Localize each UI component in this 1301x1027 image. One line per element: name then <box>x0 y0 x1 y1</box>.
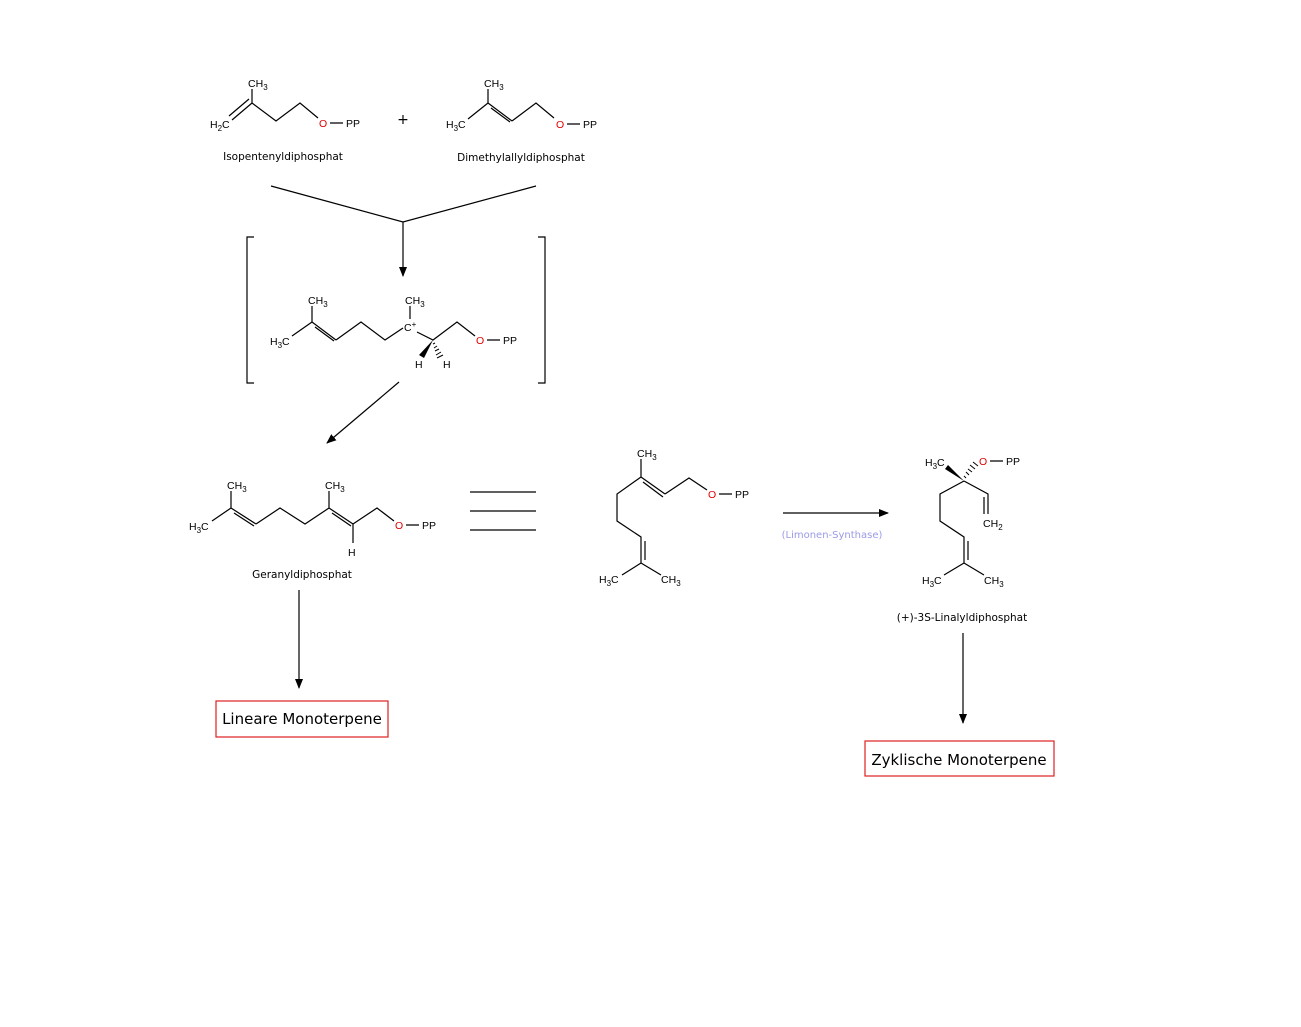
atom-label: CH3 <box>484 78 504 92</box>
hydrogen-label: H <box>443 359 451 371</box>
atom-label: CH3 <box>661 574 681 588</box>
left-bracket <box>246 236 254 384</box>
atom-label: CH2 <box>983 518 1003 532</box>
enzyme-label: (Limonen-Synthase) <box>782 530 883 541</box>
atom-label: PP <box>422 520 436 532</box>
carbocation-label: C+ <box>404 320 417 334</box>
linear-monoterpenes-box <box>215 700 389 738</box>
atom-label: PP <box>503 335 517 347</box>
geranyl-diphosphate-folded-structure: CH3 H3C CH3 O PP <box>599 448 749 588</box>
merge-arrow <box>270 185 537 276</box>
right-bracket <box>538 236 546 384</box>
atom-label: CH3 <box>248 78 268 92</box>
equivalence-sign <box>470 491 536 531</box>
atom-label: PP <box>1006 456 1020 468</box>
isopentenyl-diphosphate-structure: CH3 H2C O PP Isopentenyldiphosphat <box>210 78 360 163</box>
atom-label: PP <box>735 489 749 501</box>
oxygen-label: O <box>319 118 327 130</box>
atom-label: H3C <box>922 575 942 589</box>
compound-name: Dimethylallyldiphosphat <box>457 152 585 164</box>
compound-name: Geranyldiphosphat <box>252 569 352 581</box>
oxygen-label: O <box>395 520 403 532</box>
compound-name: Isopentenyldiphosphat <box>223 151 343 163</box>
atom-label: H3C <box>270 336 290 350</box>
atom-label: H3C <box>599 574 619 588</box>
atom-label: CH3 <box>227 480 247 494</box>
cyclic-monoterpenes-box <box>864 740 1055 777</box>
atom-label: CH3 <box>984 575 1004 589</box>
oxygen-label: O <box>708 489 716 501</box>
carbocation-intermediate-structure: CH3 H3C CH3 C+ H H O PP <box>270 295 517 371</box>
oxygen-label: O <box>556 119 564 131</box>
atom-label: CH3 <box>308 295 328 309</box>
atom-label: H2C <box>210 119 230 133</box>
atom-label: CH3 <box>325 480 345 494</box>
dimethylallyl-diphosphate-structure: CH3 H3C O PP Dimethylallyldiphosphat <box>446 78 597 164</box>
oxygen-label: O <box>979 456 987 468</box>
atom-label: H3C <box>189 521 209 535</box>
oxygen-label: O <box>476 335 484 347</box>
atom-label: CH3 <box>637 448 657 462</box>
atom-label: H3C <box>446 119 466 133</box>
plus-sign: + <box>397 112 409 128</box>
geranyl-diphosphate-structure: CH3 H3C CH3 H O PP Geranyldiphosphat <box>189 480 436 581</box>
cyclic-monoterpenes-label: Zyklische Monoterpene <box>871 751 1046 769</box>
hydrogen-label: H <box>415 359 423 371</box>
atom-label: CH3 <box>405 295 425 309</box>
hydrogen-label: H <box>348 547 356 559</box>
linear-monoterpenes-label: Lineare Monoterpene <box>222 710 382 728</box>
linalyl-diphosphate-structure: H3C O PP CH2 H3C CH3 (+)-3S-Linalyldipho… <box>897 456 1028 624</box>
arrow-to-gpp <box>326 381 400 444</box>
compound-name: (+)-3S-Linalyldiphosphat <box>897 612 1028 624</box>
atom-label: PP <box>583 119 597 131</box>
atom-label: H3C <box>925 457 945 471</box>
atom-label: PP <box>346 118 360 130</box>
